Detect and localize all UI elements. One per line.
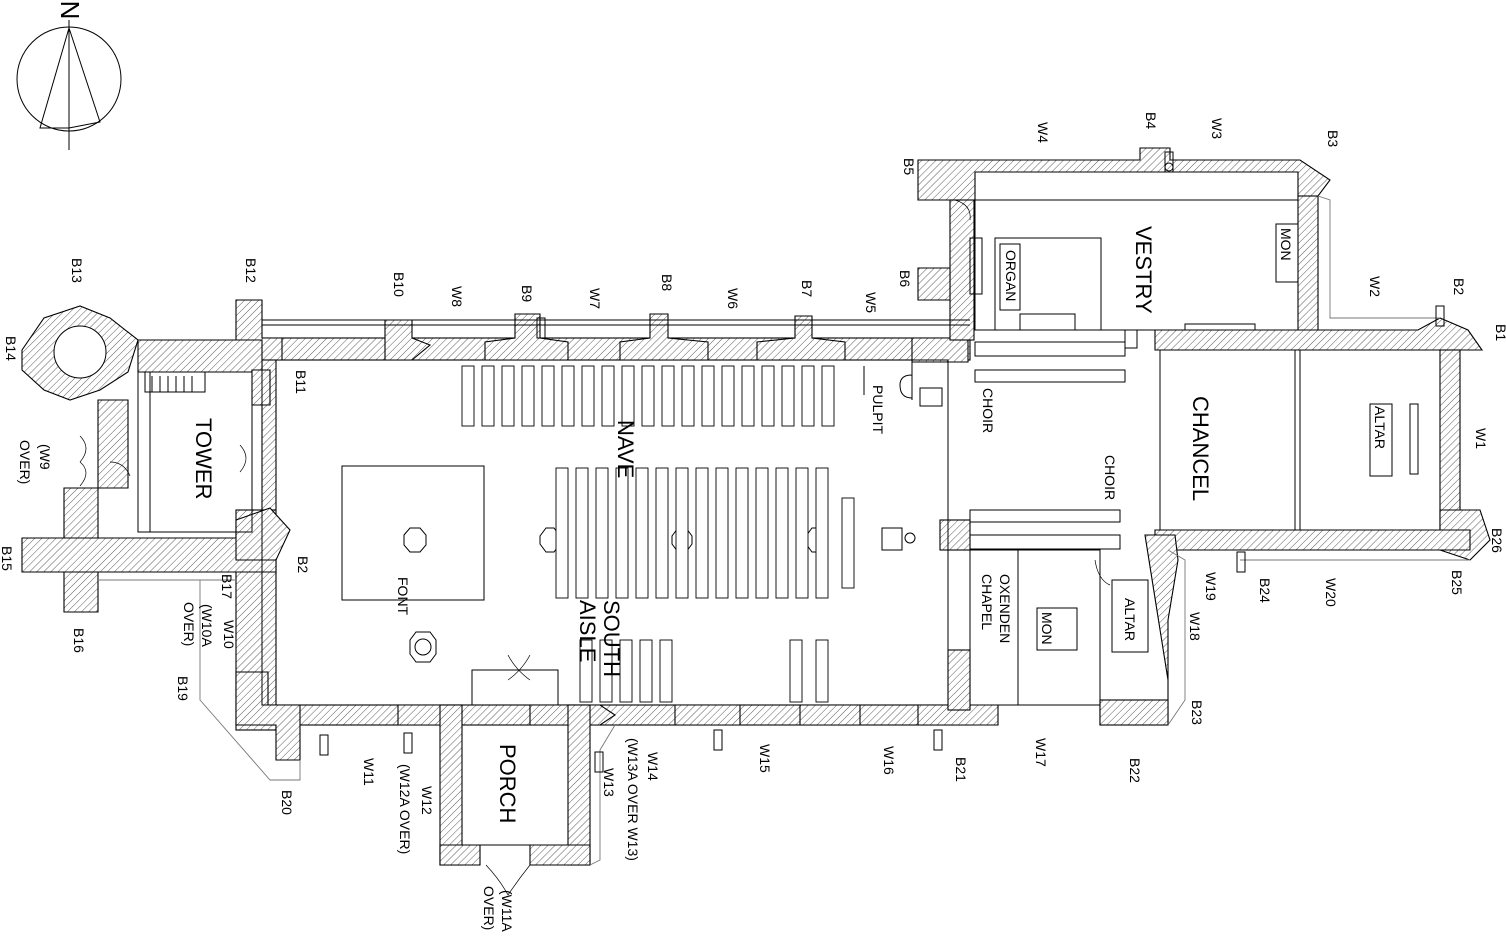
- label-font: FONT: [395, 577, 411, 616]
- label-w9-1: (W9: [37, 444, 53, 470]
- label-w13a: (W13A OVER W13): [625, 738, 641, 861]
- label-oxenden-1: OXENDEN: [997, 574, 1013, 643]
- label-w13: W13: [601, 768, 617, 797]
- label-w10a-1: (W10A: [199, 604, 215, 647]
- label-b1: B1: [1493, 324, 1506, 341]
- label-w11: W11: [361, 758, 377, 786]
- label-w17: W17: [1033, 738, 1049, 767]
- label-altar-chancel: ALTAR: [1372, 406, 1388, 449]
- label-b25: B25: [1449, 570, 1465, 595]
- label-b10: B10: [391, 272, 407, 297]
- label-b23: B23: [1189, 700, 1205, 725]
- label-b17: B17: [219, 574, 235, 599]
- label-w8: W8: [449, 286, 465, 307]
- label-w15: W15: [757, 744, 773, 773]
- downpipes: [319, 151, 1445, 773]
- label-b5: B5: [901, 158, 917, 175]
- label-vestry: VESTRY: [1131, 226, 1156, 314]
- label-w2: W2: [1367, 276, 1383, 297]
- label-w11a-1: (W11A: [499, 890, 515, 932]
- label-organ: ORGAN: [1003, 250, 1019, 301]
- label-b3: B3: [1325, 130, 1341, 147]
- label-w12: W12: [419, 786, 435, 815]
- label-tower: TOWER: [191, 418, 216, 499]
- label-b15: B15: [0, 546, 15, 571]
- central-pews: [555, 467, 855, 599]
- label-b7: B7: [799, 280, 815, 297]
- label-w20: W20: [1323, 578, 1339, 607]
- walls: [21, 147, 1491, 866]
- label-w6: W6: [725, 288, 741, 309]
- label-altar-chapel: ALTAR: [1122, 598, 1138, 641]
- label-w7: W7: [587, 288, 603, 309]
- label-b21: B21: [953, 757, 969, 782]
- label-choir-south: CHOIR: [1102, 455, 1118, 500]
- label-choir-north: CHOIR: [980, 388, 996, 433]
- label-b20: B20: [279, 790, 295, 815]
- label-chancel: CHANCEL: [1188, 396, 1213, 501]
- label-w14: W14: [645, 752, 661, 781]
- label-b9: B9: [519, 285, 535, 302]
- label-w12a: (W12A OVER): [397, 764, 413, 854]
- label-porch: PORCH: [495, 744, 520, 823]
- label-w5: W5: [863, 292, 879, 313]
- window-labels: W1 W2 W3 W4 W5 W6 W7 W8 (W9 OVER) W10 (W…: [17, 118, 1489, 932]
- label-b11: B11: [293, 370, 309, 394]
- label-b26: B26: [1489, 528, 1505, 553]
- north-arrow-icon: N: [16, 1, 122, 150]
- label-b8: B8: [659, 274, 675, 291]
- label-b24: B24: [1257, 578, 1273, 603]
- outlines: [79, 195, 1470, 896]
- label-w1: W1: [1473, 428, 1489, 449]
- label-south-aisle-1: SOUTH: [599, 600, 624, 677]
- north-label: N: [55, 1, 85, 20]
- label-south-aisle-2: AISLE: [575, 600, 600, 662]
- label-w10a-2: OVER): [181, 602, 197, 646]
- label-nave: NAVE: [613, 420, 638, 478]
- north-pews: [461, 365, 835, 427]
- label-b4: B4: [1143, 112, 1159, 129]
- pews: [461, 365, 855, 703]
- label-b16: B16: [71, 628, 87, 653]
- label-mon-vestry: MON: [1278, 228, 1294, 261]
- label-b19: B19: [175, 676, 191, 701]
- label-w4: W4: [1035, 122, 1051, 143]
- label-b22: B22: [1127, 758, 1143, 783]
- label-w19: W19: [1203, 572, 1219, 601]
- south-aisle-pews: [579, 639, 829, 703]
- label-b2-tower: B2: [295, 556, 311, 573]
- label-w16: W16: [881, 746, 897, 775]
- label-b13: B13: [69, 258, 85, 283]
- label-mon-chapel: MON: [1039, 612, 1055, 645]
- label-w9-2: OVER): [17, 440, 33, 484]
- label-pulpit: PULPIT: [870, 385, 886, 434]
- room-labels: VESTRY ORGAN MON CHANCEL ALTAR CHOIR CHO…: [191, 226, 1388, 823]
- buttress-labels: B1 B2 B3 B4 B5 B6 B7 B8 B9 B10 B11 B12 B…: [0, 112, 1506, 815]
- label-b2-east: B2: [1451, 278, 1467, 295]
- label-oxenden-2: CHAPEL: [979, 574, 995, 630]
- label-w18: W18: [1187, 612, 1203, 641]
- label-w3: W3: [1209, 118, 1225, 139]
- label-b12: B12: [243, 258, 259, 283]
- label-b6: B6: [897, 270, 913, 287]
- label-b14: B14: [3, 336, 19, 361]
- label-w10: W10: [221, 620, 237, 649]
- label-w11a-2: OVER): [481, 886, 497, 930]
